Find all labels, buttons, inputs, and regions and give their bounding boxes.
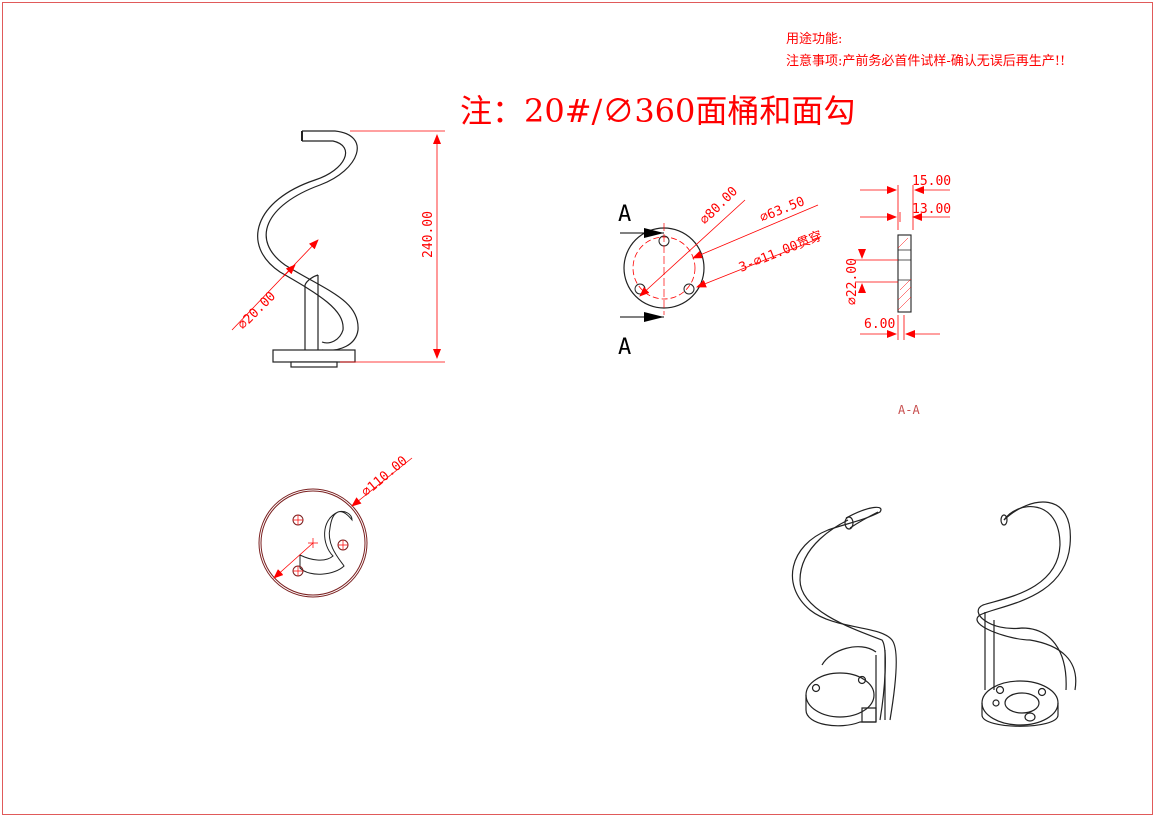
flange-view: [620, 223, 705, 322]
iso-view-right: [976, 501, 1077, 727]
front-view-dimensions: [231, 130, 445, 363]
dim-pcd: ∅63.50: [758, 194, 807, 226]
dim-thk-6: 6.00: [864, 317, 895, 332]
dim-flange-dia: ∅80.00: [697, 184, 741, 228]
dim-bore-dia: ∅22.00: [845, 258, 860, 305]
caution-note: 注意事项:产前务必首件试样-确认无误后再生产!!: [786, 54, 1066, 69]
section-mark-top: A: [618, 202, 631, 227]
drawing-title: 注：20#/∅360面桶和面勾: [460, 92, 856, 130]
section-label: A-A: [898, 403, 920, 417]
flange-dimensions: [639, 199, 821, 297]
section-dimensions: [855, 185, 950, 340]
iso-view-left: [791, 506, 897, 727]
dim-thk-13: 13.00: [912, 202, 951, 217]
dim-rod-dia: ∅20.00: [235, 289, 279, 333]
usage-note: 用途功能:: [786, 32, 843, 47]
dim-thk-total: 15.00: [912, 174, 951, 189]
section-view: [897, 234, 912, 313]
dim-holes: 3-∅11.00贯穿: [737, 228, 825, 276]
front-view: [257, 130, 359, 368]
dim-height: 240.00: [421, 211, 436, 258]
dim-sweep-dia: ∅110.00: [359, 453, 411, 500]
top-view-dimensions: [273, 457, 413, 579]
section-mark-bottom: A: [618, 335, 631, 360]
